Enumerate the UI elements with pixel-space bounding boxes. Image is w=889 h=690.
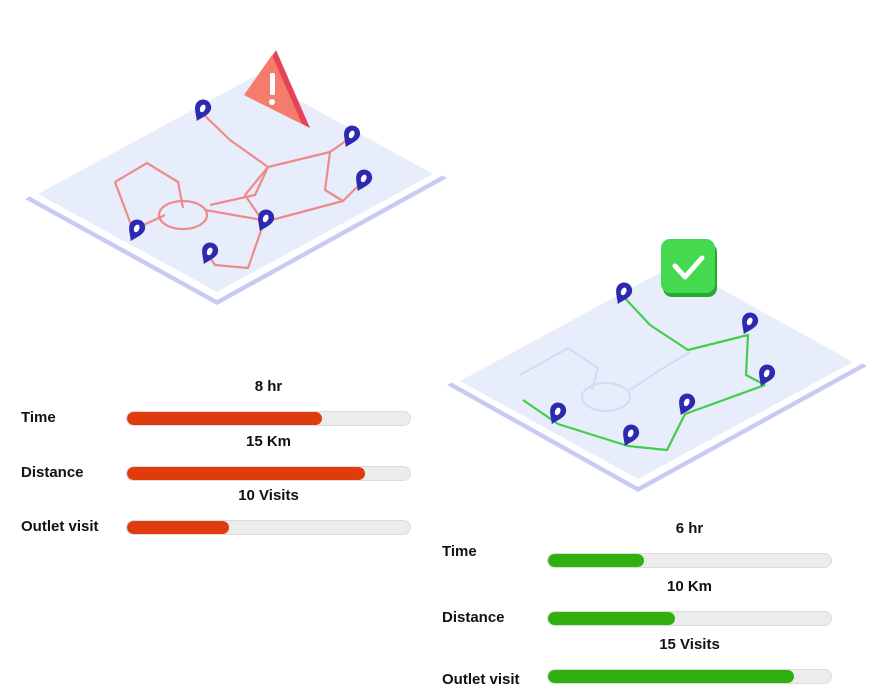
distance-progress-fill <box>548 612 676 625</box>
check-badge-icon <box>661 239 717 297</box>
map-pin-icon <box>759 364 776 387</box>
outlet-visit-value: 15 Visits <box>659 636 720 653</box>
outlet-visit-value: 10 Visits <box>238 487 299 504</box>
outlet-visit-progress-fill <box>548 670 795 683</box>
distance-progress-fill <box>127 467 365 480</box>
time-value: 8 hr <box>254 378 283 395</box>
warning-triangle-icon <box>244 50 310 128</box>
optimized-route-map <box>447 239 867 492</box>
time-label: Time <box>442 543 477 560</box>
distance-value: 15 Km <box>245 433 292 450</box>
map-pin-icon <box>356 169 373 192</box>
previous-route-ghost <box>519 346 691 412</box>
map-pin-icon <box>623 424 640 447</box>
distance-stat: 10 Km Distance <box>442 578 862 628</box>
distance-progress-track <box>547 611 832 626</box>
map-pin-icon <box>344 125 361 148</box>
distance-value: 10 Km <box>666 578 713 595</box>
time-value: 6 hr <box>675 520 704 537</box>
time-label: Time <box>21 409 56 426</box>
time-progress-track <box>547 553 832 568</box>
map-pin-icon <box>679 393 696 416</box>
distance-stat: 15 Km Distance <box>21 433 441 483</box>
outlet-visit-label: Outlet visit <box>21 518 99 535</box>
outlet-visit-progress-track <box>126 520 411 535</box>
map-pin-icon <box>202 242 219 265</box>
map-pin-icon <box>258 209 275 232</box>
map-pin-icon <box>742 312 759 335</box>
distance-progress-track <box>126 466 411 481</box>
map-pin-icon <box>550 402 567 425</box>
outlet-visit-stat: 10 Visits Outlet visit <box>21 487 441 537</box>
time-progress-fill <box>548 554 645 567</box>
unoptimized-route-map <box>25 50 447 305</box>
outlet-visit-stat: 15 Visits Outlet visit <box>442 636 862 688</box>
distance-label: Distance <box>442 609 505 626</box>
map-pin-icon <box>616 282 633 305</box>
outlet-visit-label: Outlet visit <box>442 671 520 688</box>
time-progress-track <box>126 411 411 426</box>
outlet-visit-progress-fill <box>127 521 229 534</box>
map-surface <box>38 76 433 292</box>
time-progress-fill <box>127 412 323 425</box>
outlet-visit-progress-track <box>547 669 832 684</box>
time-stat: 8 hr Time <box>21 378 441 428</box>
map-pin-icon <box>195 99 212 122</box>
distance-label: Distance <box>21 464 84 481</box>
map-pins <box>129 99 776 447</box>
time-stat: 6 hr Time <box>442 520 862 570</box>
map-pin-icon <box>129 219 146 242</box>
